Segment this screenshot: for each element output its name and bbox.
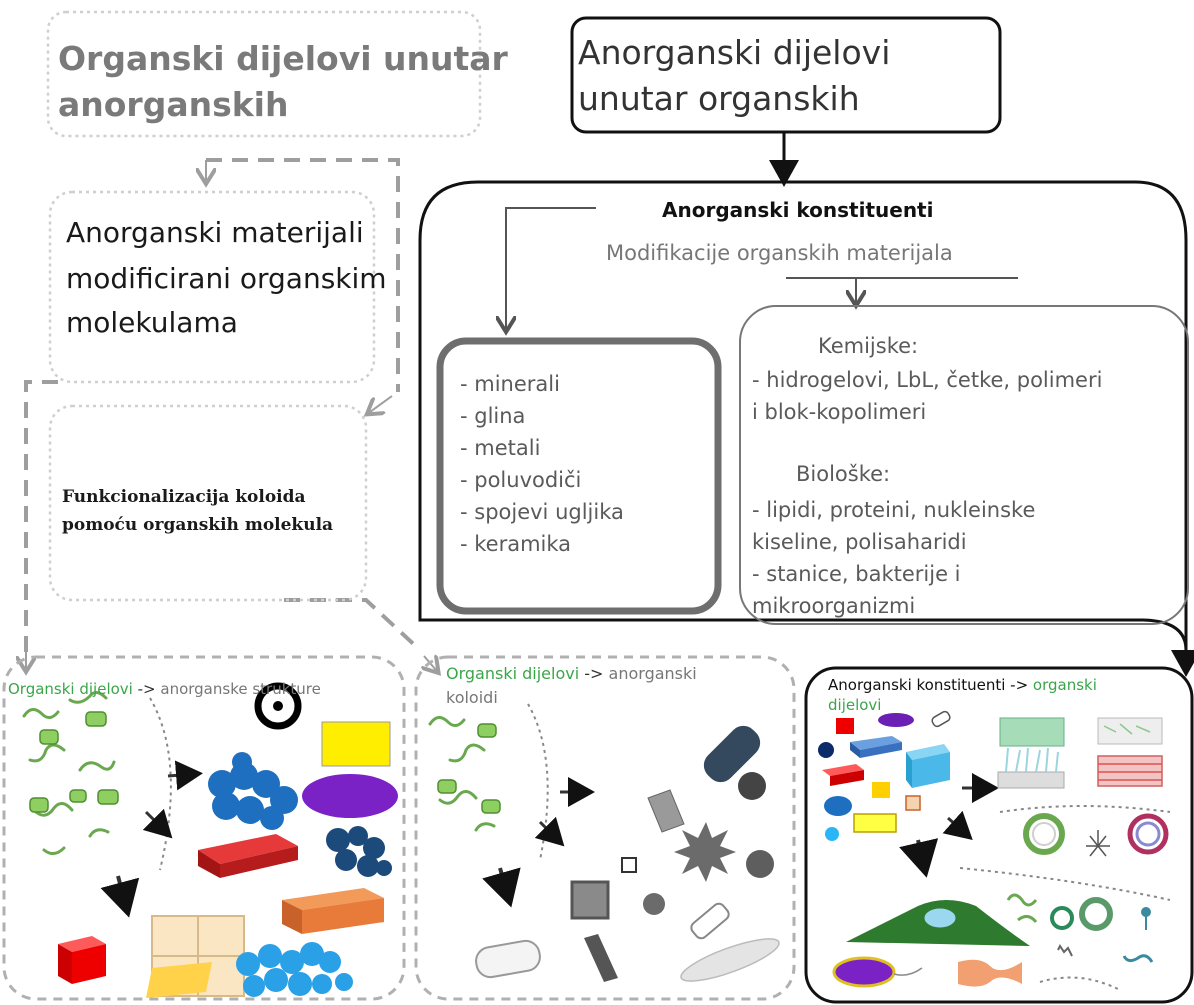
middle-panel-label-part3: koloidi <box>446 688 498 707</box>
chemical-line2: i blok-kopolimeri <box>752 400 927 424</box>
functionalization-line2: pomoću organskih molekula <box>62 515 334 535</box>
material-item: - poluvodiči <box>460 468 582 492</box>
right-panel-label-part3: dijelovi <box>828 696 882 714</box>
biological-title: Biološke: <box>796 462 891 486</box>
material-item: - metali <box>460 436 541 460</box>
left-panel-label: Organski dijelovi -> anorganske struktur… <box>8 680 321 698</box>
middle-panel-label-arrow: -> <box>579 664 609 683</box>
materials-box <box>436 337 722 615</box>
inorganic-constituents-frame <box>418 180 1188 651</box>
biological-line4: mikroorganizmi <box>752 594 916 618</box>
material-item: - minerali <box>460 372 560 396</box>
material-item: - keramika <box>460 532 572 556</box>
right-panel-label-part2: organski <box>1032 676 1097 694</box>
middle-panel-frame <box>414 655 796 1001</box>
materials-list: - minerali - glina - metali - poluvodiči… <box>460 368 624 560</box>
left-panel-label-part2: anorganske strukture <box>160 680 321 698</box>
organic-in-inorganic-line2: anorganskih <box>58 85 289 124</box>
organic-in-inorganic-box <box>46 10 482 138</box>
modifications-subtitle: Modifikacije organskih materijala <box>606 241 953 265</box>
biological-line1: - lipidi, proteini, nukleinske <box>752 498 1036 522</box>
middle-panel-illustration <box>428 703 780 982</box>
right-panel-illustration <box>818 710 1171 991</box>
modifications-box <box>739 305 1189 625</box>
material-item: - spojevi ugljika <box>460 500 624 524</box>
inorganic-constituents-title: Anorganski konstituenti <box>662 198 934 222</box>
left-panel-illustration <box>22 682 398 998</box>
arrow-to-materials <box>506 207 596 328</box>
middle-panel-label: Organski dijelovi -> anorganski <box>446 664 697 683</box>
right-panel-label: Anorganski konstituenti -> organski <box>828 676 1097 694</box>
dashed-connector-middle <box>284 598 422 652</box>
inorganic-in-organic-box <box>570 16 1002 134</box>
right-panel-frame <box>804 666 1194 1004</box>
right-panel-label-arrow: -> <box>1005 676 1033 694</box>
functionalization-line1: Funkcionalizacija koloida <box>62 487 306 507</box>
right-panel-label-part1: Anorganski konstituenti <box>828 676 1006 694</box>
inorganic-in-organic-line1: Anorganski dijelovi <box>578 33 891 72</box>
biological-line2: kiseline, polisaharidi <box>752 530 967 554</box>
middle-panel-label-part2: anorganski <box>608 664 697 683</box>
left-panel-label-arrow: -> <box>132 680 161 698</box>
left-panel-label-part1: Organski dijelovi <box>8 680 133 698</box>
functionalization-box <box>48 404 368 602</box>
dashed-connector-left <box>24 380 58 656</box>
left-panel-frame <box>2 655 406 1001</box>
dashed-connector-top <box>206 158 400 392</box>
inorganic-modified-line3: molekulama <box>66 306 238 339</box>
organic-in-inorganic-line1: Organski dijelovi unutar <box>58 39 508 78</box>
inorganic-in-organic-line2: unutar organskih <box>578 79 860 118</box>
material-item: - glina <box>460 404 526 428</box>
chemical-title: Kemijske: <box>818 334 919 358</box>
biological-line3: - stanice, bakterije i <box>752 562 961 586</box>
inorganic-modified-line1: Anorganski materijali <box>66 216 364 249</box>
chemical-line1: - hidrogelovi, LbL, četke, polimeri <box>752 368 1103 392</box>
inorganic-modified-line2: modificirani organskim <box>66 262 387 295</box>
inorganic-modified-box <box>48 190 376 384</box>
arrow-gray-2 <box>370 395 393 412</box>
middle-panel-label-part1: Organski dijelovi <box>446 664 580 683</box>
